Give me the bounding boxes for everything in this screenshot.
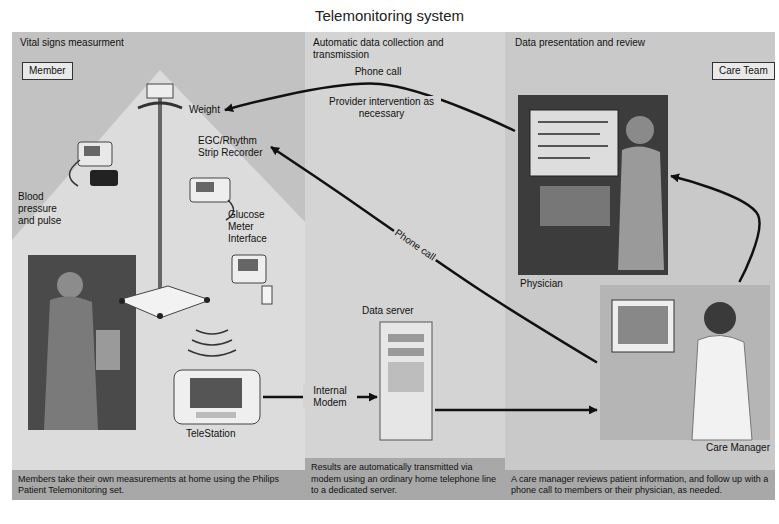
band-heading: Automatic data collection and transmissi… [313, 37, 463, 61]
connector-arrow [671, 176, 760, 282]
band-heading: Vital signs measurment [20, 37, 124, 49]
connector-arrow [225, 84, 515, 131]
diagram-title: Telemonitoring system [0, 7, 779, 24]
telestation-device [174, 370, 260, 424]
device-label: Blood pressure and pulse [16, 190, 74, 228]
band-caption: Results are automatically transmitted vi… [305, 458, 505, 500]
connector-arrow [435, 409, 597, 412]
node-label: Member [29, 65, 66, 77]
node-label: Weight [189, 104, 220, 116]
node-label: EGC/Rhythm Strip Recorder [198, 135, 266, 159]
house-shape [12, 70, 305, 470]
node-label: Physician [520, 278, 563, 290]
node-label: Blood pressure and pulse [18, 191, 72, 227]
node-label: TeleStation [186, 428, 235, 440]
device-label: Weight [187, 103, 222, 117]
connector-label: Phone call [353, 66, 404, 78]
node-label: Care Team [719, 65, 768, 77]
ecg-device [190, 178, 234, 220]
wireless-waves [188, 330, 236, 356]
note-label: Provider intervention as necessary [322, 96, 441, 120]
tag-box: Member [22, 62, 73, 80]
member-photo [28, 255, 136, 430]
blood-pressure-device [69, 142, 118, 186]
physician-photo [518, 95, 668, 275]
device-label: EGC/Rhythm Strip Recorder [196, 134, 268, 160]
connector-label: Internal Modem [303, 385, 357, 409]
device-label: Glucose Meter Interface [226, 208, 282, 246]
band-caption: A care manager reviews patient informati… [505, 470, 775, 501]
care-manager-photo [600, 285, 770, 440]
server-tower [380, 322, 432, 440]
node-label: Care Manager [706, 442, 770, 454]
band-caption: Members take their own measurements at h… [12, 470, 305, 501]
node-label: Glucose Meter Interface [228, 209, 280, 245]
connector-arrow [271, 147, 597, 363]
band-heading: Data presentation and review [515, 37, 645, 49]
tag-box: Care Team [712, 62, 775, 80]
glucose-device [232, 255, 272, 304]
node-label: Data server [362, 305, 414, 317]
